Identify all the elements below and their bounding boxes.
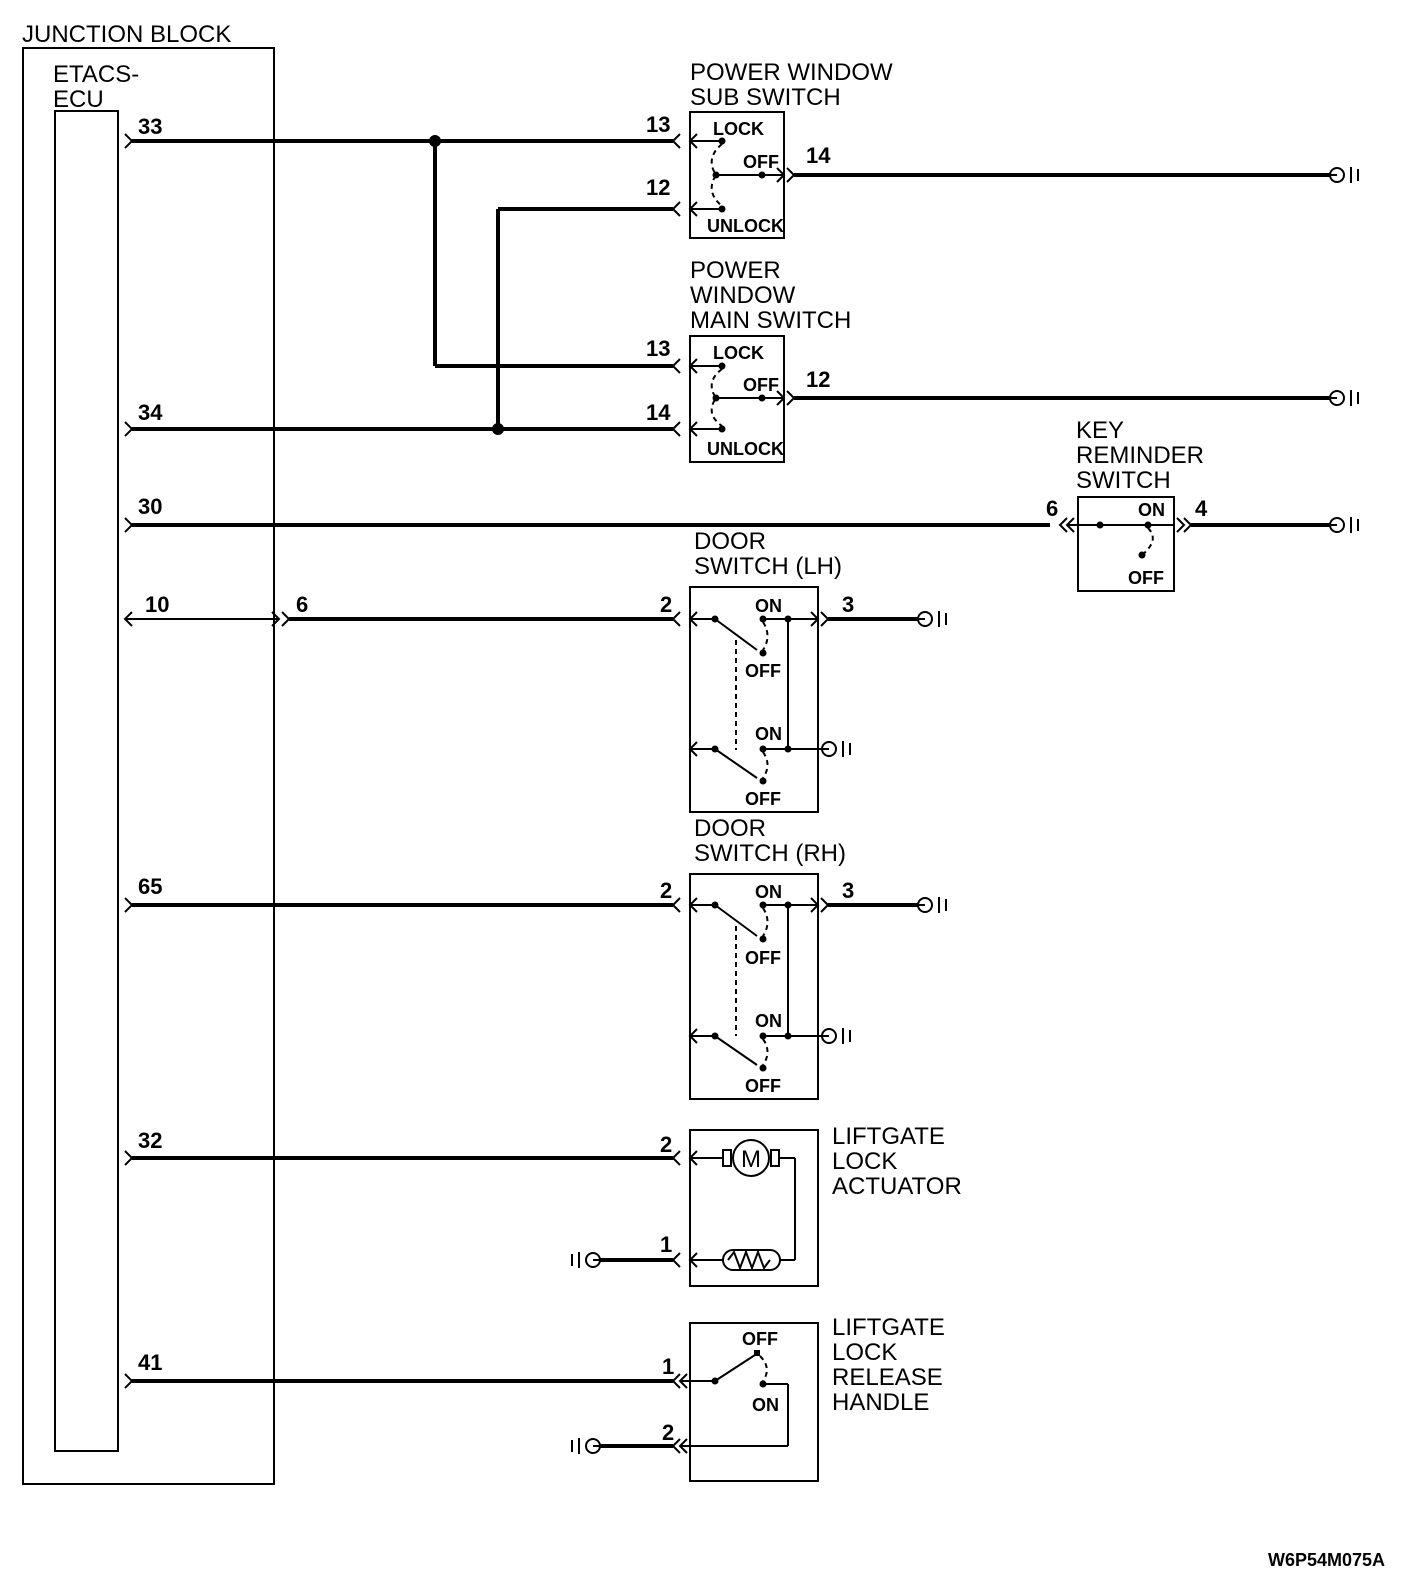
ground-icon: [917, 610, 947, 628]
pw-sub-title-2: SUB SWITCH: [690, 84, 841, 111]
motor-label: M: [741, 1146, 761, 1173]
key-reminder-pin-4: 4: [1195, 496, 1208, 521]
ecu-pin-10: 10: [145, 592, 169, 617]
ecu-label-2: ECU: [53, 86, 104, 113]
handle-pin-2: 2: [662, 1420, 674, 1445]
door-lh-pin-3: 3: [842, 592, 854, 617]
ecu-pin-33: 33: [138, 114, 162, 139]
door-lh-off-1: OFF: [745, 661, 781, 681]
door-switch-rh: DOOR SWITCH (RH) 2 3 ON OFF ON OFF: [660, 815, 947, 1100]
power-window-main-switch: POWER WINDOW MAIN SWITCH 13 14 12 LOCK O…: [646, 257, 1359, 463]
wires: [123, 133, 1050, 1389]
ground-icon: [1329, 516, 1359, 534]
door-rh-on-1: ON: [755, 882, 782, 902]
ecu-pin-65: 65: [138, 874, 162, 899]
figure-code: W6P54M075A: [1268, 1550, 1385, 1570]
liftgate-lock-actuator: LIFTGATE LOCK ACTUATOR 2 1 M: [571, 1123, 962, 1287]
power-window-sub-switch: POWER WINDOW SUB SWITCH 13 12 14 LOCK OF…: [646, 59, 1359, 239]
actuator-title-1: LIFTGATE: [832, 1123, 945, 1150]
junction-block-title: JUNCTION BLOCK: [22, 21, 231, 48]
key-reminder-title-2: REMINDER: [1076, 442, 1204, 469]
pw-sub-pin-14: 14: [806, 143, 831, 168]
door-rh-title-1: DOOR: [694, 815, 766, 842]
actuator-title-3: ACTUATOR: [832, 1173, 962, 1200]
pw-main-pin-14: 14: [646, 400, 671, 425]
actuator-pin-1: 1: [660, 1232, 672, 1257]
actuator-pin-2: 2: [660, 1132, 672, 1157]
pw-main-lock: LOCK: [713, 343, 764, 363]
ground-icon: [821, 1027, 851, 1045]
door-lh-on-2: ON: [755, 724, 782, 744]
ecu-pin-34: 34: [138, 400, 163, 425]
heater-icon: [727, 1249, 771, 1271]
jb-pin-6: 6: [296, 592, 308, 617]
handle-pin-1: 1: [662, 1354, 674, 1379]
ground-icon: [1329, 166, 1359, 184]
pw-sub-title-1: POWER WINDOW: [690, 59, 893, 86]
key-reminder-switch: KEY REMINDER SWITCH 6 4 ON OFF: [1046, 417, 1359, 592]
door-rh-pin-2: 2: [660, 878, 672, 903]
ground-icon: [571, 1437, 601, 1455]
ecu-pin-30: 30: [138, 494, 162, 519]
motor-icon: [732, 1139, 770, 1177]
door-rh-on-2: ON: [755, 1011, 782, 1031]
liftgate-lock-release-handle: LIFTGATE LOCK RELEASE HANDLE 1 2 OFF ON: [571, 1314, 945, 1482]
handle-title-1: LIFTGATE: [832, 1314, 945, 1341]
key-reminder-on: ON: [1138, 500, 1165, 520]
door-rh-off-1: OFF: [745, 948, 781, 968]
etacs-ecu-box: [54, 110, 119, 1452]
ecu-pin-32: 32: [138, 1128, 162, 1153]
door-lh-pin-2: 2: [660, 592, 672, 617]
junction-block: JUNCTION BLOCK ETACS- ECU: [22, 21, 275, 1485]
door-rh-title-2: SWITCH (RH): [694, 840, 846, 867]
handle-off: OFF: [742, 1329, 778, 1349]
door-lh-title-2: SWITCH (LH): [694, 553, 842, 580]
ground-icon: [821, 740, 851, 758]
key-reminder-pin-6: 6: [1046, 496, 1058, 521]
ground-icon: [917, 896, 947, 914]
ground-icon: [1329, 389, 1359, 407]
key-reminder-title-1: KEY: [1076, 417, 1124, 444]
door-lh-off-2: OFF: [745, 789, 781, 809]
pw-main-title-1: POWER: [690, 257, 781, 284]
door-lh-title-1: DOOR: [694, 528, 766, 555]
door-switch-lh: DOOR SWITCH (LH) 2 3 ON OFF ON OFF: [660, 528, 947, 813]
actuator-title-2: LOCK: [832, 1148, 897, 1175]
door-rh-pin-3: 3: [842, 878, 854, 903]
handle-title-4: HANDLE: [832, 1389, 929, 1416]
pw-sub-pin-13: 13: [646, 112, 670, 137]
ecu-pin-41: 41: [138, 1350, 162, 1375]
handle-on: ON: [752, 1395, 779, 1415]
pw-main-title-3: MAIN SWITCH: [690, 307, 851, 334]
door-rh-off-2: OFF: [745, 1076, 781, 1096]
pw-sub-lock: LOCK: [713, 119, 764, 139]
door-lh-on-1: ON: [755, 596, 782, 616]
pw-sub-pin-12: 12: [646, 175, 670, 200]
pw-sub-unlock: UNLOCK: [707, 216, 784, 236]
handle-title-2: LOCK: [832, 1339, 897, 1366]
pw-main-unlock: UNLOCK: [707, 439, 784, 459]
key-reminder-off: OFF: [1128, 568, 1164, 588]
ground-icon: [571, 1251, 601, 1269]
handle-title-3: RELEASE: [832, 1364, 943, 1391]
pw-main-pin-12: 12: [806, 367, 830, 392]
pw-main-off: OFF: [743, 375, 779, 395]
key-reminder-title-3: SWITCH: [1076, 467, 1171, 494]
pw-sub-off: OFF: [743, 152, 779, 172]
pw-main-title-2: WINDOW: [690, 282, 796, 309]
ecu-pin-labels: 33 34 30 10 6 65 32 41: [138, 114, 308, 1375]
pw-main-pin-13: 13: [646, 336, 670, 361]
ecu-label-1: ETACS-: [53, 61, 139, 88]
